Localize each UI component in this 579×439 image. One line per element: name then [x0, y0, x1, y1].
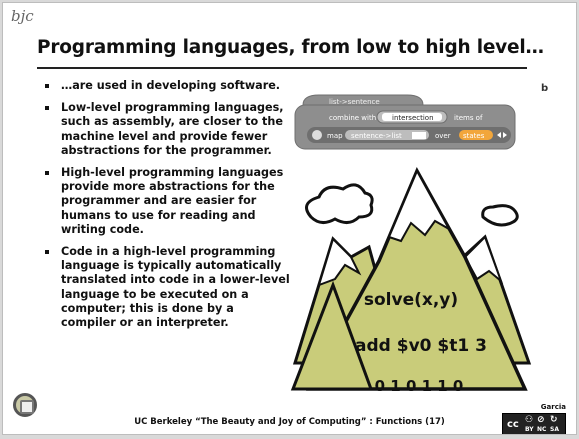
snap-items-label: items of [454, 114, 483, 122]
high-level-code: solve(x,y) [364, 290, 458, 310]
back-snow [317, 237, 362, 287]
license-by: BY [525, 426, 534, 433]
cloud-right [481, 204, 519, 227]
berkeley-seal-icon [13, 393, 37, 417]
person-icon: ⚇ [525, 415, 534, 425]
title-rule [37, 67, 527, 69]
license-sa: SA [550, 426, 559, 433]
bullet-list: …are used in developing software. Low-le… [43, 79, 291, 338]
cc-label: cc [507, 419, 519, 430]
bullet-item: …are used in developing software. [43, 79, 291, 93]
snap-hat-label: list->sentence [329, 98, 380, 106]
snap-map-label: map [327, 132, 343, 140]
snap-reporter-slot [345, 130, 429, 140]
author-credit: Garcia [540, 403, 566, 411]
main-snow [387, 168, 452, 243]
bullet-item: Low-level programming languages, such as… [43, 101, 291, 158]
nc-icon: ⊘ [537, 415, 545, 425]
snap-over-label: over [435, 132, 451, 140]
bjc-logo: bjc [11, 7, 34, 25]
snap-combine-label: combine with [329, 114, 376, 122]
assembly-code: add $v0 $t1 3 [355, 336, 487, 356]
mountain-group [290, 167, 532, 391]
snap-hash-icon [312, 130, 322, 140]
snap-variable [459, 130, 493, 140]
corner-b-label: b [541, 83, 549, 94]
front-mountain [290, 280, 374, 391]
snap-arrows-icon [497, 132, 507, 138]
license-nc: NC [537, 426, 547, 433]
illustration: list->sentence combine with intersection… [290, 94, 532, 395]
bullet-item: Code in a high-level programming languag… [43, 245, 291, 330]
slide: bjc Programming languages, from low to h… [2, 2, 577, 435]
snap-hat-block [302, 94, 424, 106]
snap-empty-slot [412, 132, 426, 139]
snap-variable-label: states [463, 132, 485, 140]
machine-code: 0 1 0 1 1 0 [375, 377, 464, 395]
bullet-item: High-level programming languages provide… [43, 166, 291, 237]
creative-commons-badge: cc BY NC SA ⚇ ⊘ ↻ [502, 413, 566, 434]
footer-text: UC Berkeley “The Beauty and Joy of Compu… [134, 417, 445, 427]
cloud-left [305, 183, 374, 224]
slide-title: Programming languages, from low to high … [37, 37, 544, 58]
snap-intersection-slot [382, 113, 442, 121]
snap-reporter-label: sentence->list [351, 132, 402, 140]
snap-block: list->sentence combine with intersection… [294, 94, 516, 150]
sa-icon: ↻ [550, 415, 558, 425]
snap-intersection-label: intersection [392, 114, 434, 122]
